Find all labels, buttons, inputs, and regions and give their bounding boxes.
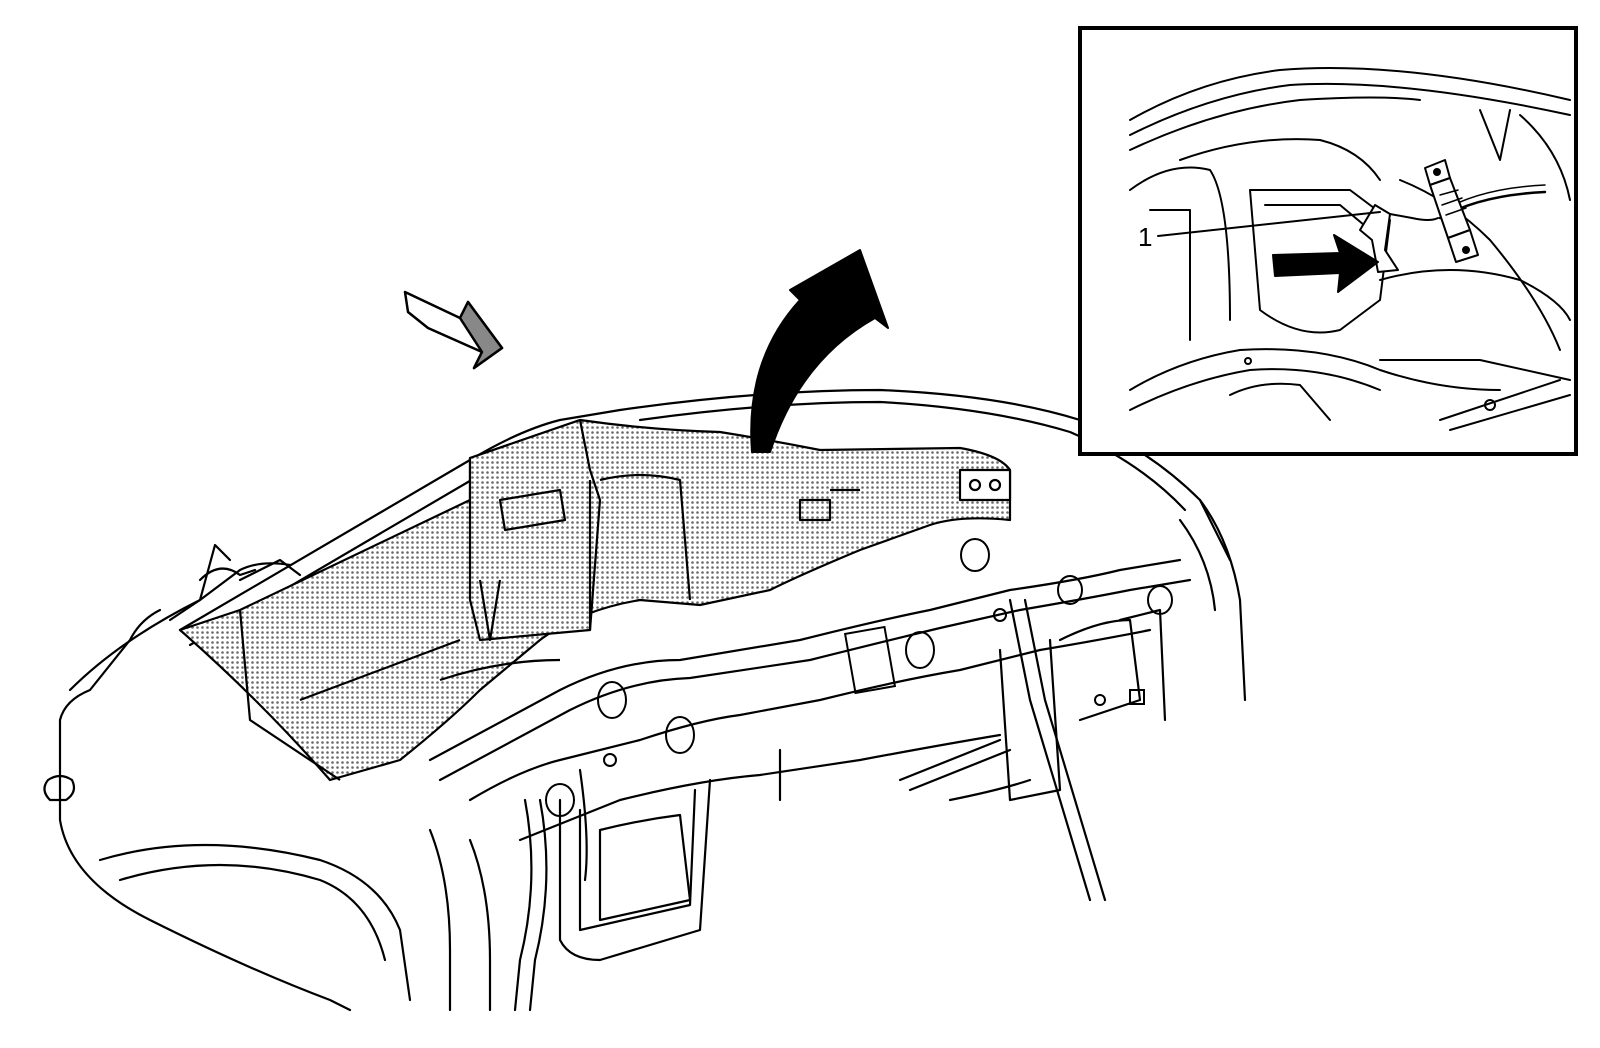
panel-fasteners xyxy=(545,538,1173,817)
curved-up-arrow-icon xyxy=(750,249,889,453)
vehicle-body xyxy=(43,388,1247,1012)
trunk-trim-panel xyxy=(178,418,1012,782)
callout-label-1: 1 xyxy=(1138,222,1152,252)
bold-right-arrow-icon xyxy=(1272,234,1379,293)
detail-inset: 1 xyxy=(1078,26,1578,456)
block-arrow-icon xyxy=(403,290,504,370)
